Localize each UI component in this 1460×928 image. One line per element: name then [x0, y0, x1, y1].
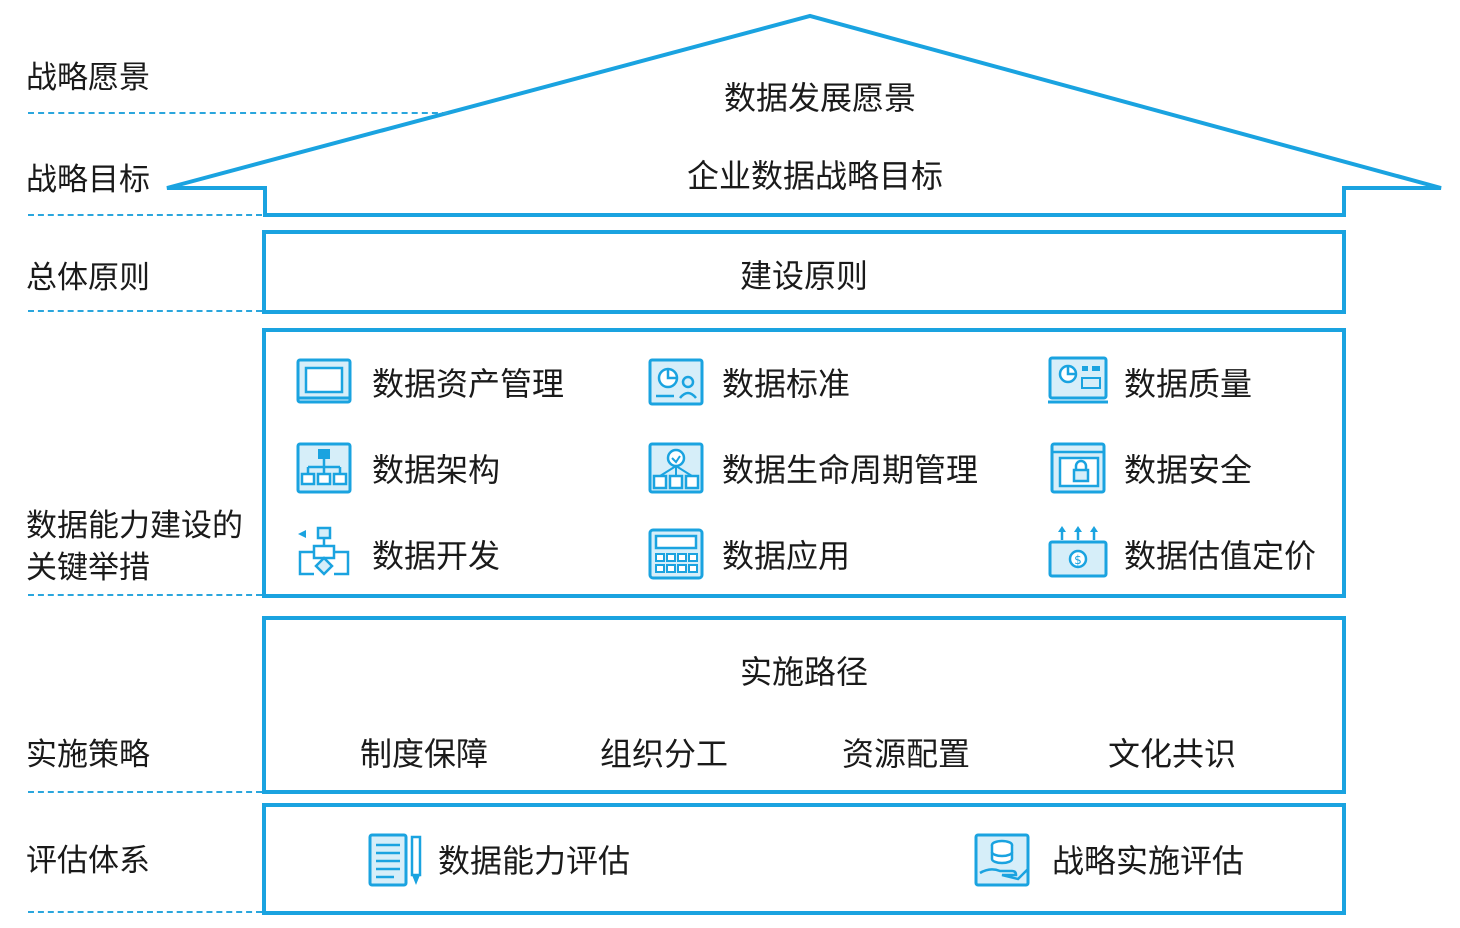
side-label-goal: 战略目标: [26, 162, 150, 198]
side-label-vision: 战略愿景: [26, 60, 150, 96]
evaluation-label-1: 战略实施评估: [1052, 842, 1245, 880]
capability-label-7: 数据应用: [722, 537, 851, 575]
roof-goal-text: 企业数据战略目标: [686, 157, 943, 195]
svg-text:$: $: [1074, 553, 1082, 567]
side-label-capability: 数据能力建设的关键举措: [26, 508, 243, 586]
implement-item-0: 制度保障: [360, 735, 489, 773]
divider-evaluation: [28, 911, 262, 913]
capability-label-8: 数据估值定价: [1124, 537, 1317, 575]
hand-database-icon: [972, 833, 1032, 889]
divider-goal: [28, 214, 262, 216]
roof-vision-text: 数据发展愿景: [723, 79, 916, 117]
implement-item-1: 组织分工: [600, 735, 729, 773]
implement-title: 实施路径: [739, 653, 868, 691]
money-valuation-icon: $: [1048, 526, 1108, 582]
implement-item-3: 文化共识: [1108, 735, 1237, 773]
laptop-icon: [294, 354, 354, 410]
capability-label-1: 数据标准: [722, 365, 851, 403]
evaluation-box: 数据能力评估 战略实施评估: [262, 803, 1346, 915]
keypad-icon: [646, 526, 706, 582]
side-label-evaluation: 评估体系: [26, 843, 150, 879]
hierarchy-icon: [294, 440, 354, 496]
capability-label-5: 数据安全: [1124, 451, 1253, 489]
divider-implement: [28, 791, 262, 793]
capability-label-3: 数据架构: [372, 451, 501, 489]
divider-principle: [28, 310, 262, 312]
principle-title: 建设原则: [739, 257, 868, 295]
implement-item-2: 资源配置: [842, 735, 971, 773]
capability-label-2: 数据质量: [1124, 365, 1253, 403]
presentation-chart-icon: [646, 354, 706, 410]
dashboard-board-icon: [1048, 354, 1108, 410]
lifecycle-network-icon: [646, 440, 706, 496]
capability-label-4: 数据生命周期管理: [722, 451, 979, 489]
capability-label-0: 数据资产管理: [372, 365, 565, 403]
implement-box: 实施路径 制度保障 组织分工 资源配置 文化共识: [262, 616, 1346, 794]
capability-label-6: 数据开发: [372, 537, 501, 575]
principle-box: 建设原则: [262, 230, 1346, 314]
divider-vision: [28, 112, 448, 114]
divider-capability: [28, 594, 262, 596]
side-label-principle: 总体原则: [26, 260, 150, 296]
notepad-pen-icon: [366, 833, 426, 889]
lock-window-icon: [1048, 440, 1108, 496]
capability-box: 数据资产管理 数据标准 数据质量 数据架构 数据生命周期管理 数据安全 数据开发: [262, 328, 1346, 598]
side-label-implement: 实施策略: [26, 737, 150, 773]
flowchart-icon: [294, 526, 354, 582]
evaluation-label-0: 数据能力评估: [438, 842, 631, 880]
